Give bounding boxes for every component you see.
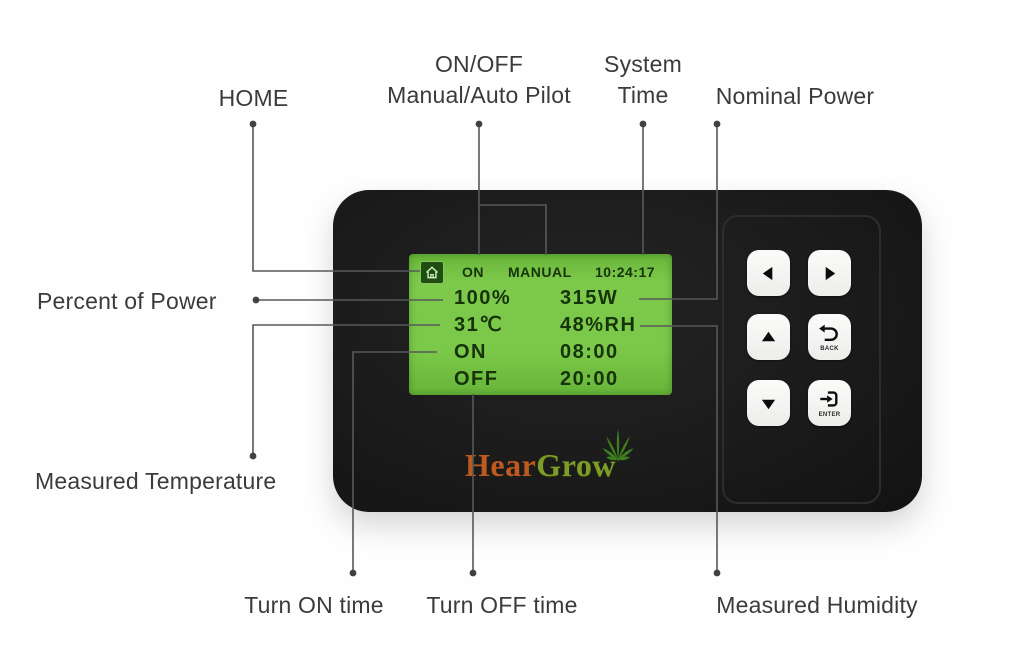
enter-button[interactable]: ENTER xyxy=(808,380,851,426)
nominal-power-value: 315W xyxy=(560,287,619,309)
left-button[interactable] xyxy=(747,250,790,296)
right-button[interactable] xyxy=(808,250,851,296)
back-button[interactable]: BACK xyxy=(808,314,851,360)
controller-panel: ON MANUAL 10:24:17 100% 315W 31℃ 48%RH O… xyxy=(333,190,922,512)
enter-button-label: ENTER xyxy=(818,412,841,418)
percent-of-power-value: 100% xyxy=(454,287,512,309)
label-mode-line1: ON/OFF xyxy=(434,51,524,77)
turn-on-label: ON xyxy=(454,341,487,363)
screen-row-power: 100% 315W xyxy=(409,286,672,310)
label-turn-off-time: Turn OFF time xyxy=(426,592,578,618)
status-system-time: 10:24:17 xyxy=(595,264,656,280)
keypad-bezel xyxy=(722,215,881,504)
label-measured-humidity: Measured Humidity xyxy=(716,592,918,618)
label-nominal-power: Nominal Power xyxy=(715,83,875,109)
up-button[interactable] xyxy=(747,314,790,360)
label-system-time: System Time xyxy=(593,49,693,111)
brand-logo: HearGrow xyxy=(465,448,616,482)
brand-word-grow: Grow xyxy=(536,447,616,483)
down-arrow-icon xyxy=(761,399,776,409)
screen-row-on-time: ON 08:00 xyxy=(409,340,672,364)
turn-on-time-value: 08:00 xyxy=(560,341,619,363)
label-measured-temperature: Measured Temperature xyxy=(35,468,277,494)
back-icon xyxy=(819,324,838,341)
label-system-line2: Time xyxy=(617,82,669,108)
turn-off-label: OFF xyxy=(454,368,499,390)
up-arrow-icon xyxy=(761,331,776,341)
label-mode: ON/OFF Manual/Auto Pilot xyxy=(345,49,613,111)
status-power-state: ON xyxy=(462,264,484,280)
lcd-screen: ON MANUAL 10:24:17 100% 315W 31℃ 48%RH O… xyxy=(409,254,672,395)
label-system-line1: System xyxy=(604,51,682,77)
turn-off-time-value: 20:00 xyxy=(560,368,619,390)
cannabis-leaf-icon xyxy=(602,429,634,462)
back-button-label: BACK xyxy=(820,346,839,352)
home-icon xyxy=(420,261,444,284)
label-home: HOME xyxy=(218,85,289,111)
temperature-value: 31℃ xyxy=(454,314,504,336)
house-icon xyxy=(425,266,439,279)
right-arrow-icon xyxy=(825,266,836,280)
enter-icon xyxy=(820,391,838,407)
humidity-value: 48%RH xyxy=(560,314,637,336)
label-turn-on-time: Turn ON time xyxy=(244,592,384,618)
left-arrow-icon xyxy=(762,266,773,280)
brand-word-hear: Hear xyxy=(465,447,537,483)
label-percent-of-power: Percent of Power xyxy=(37,288,217,314)
screen-row-climate: 31℃ 48%RH xyxy=(409,313,672,337)
down-button[interactable] xyxy=(747,380,790,426)
screen-row-off-time: OFF 20:00 xyxy=(409,367,672,391)
label-mode-line2: Manual/Auto Pilot xyxy=(387,82,571,108)
status-mode: MANUAL xyxy=(508,264,572,280)
